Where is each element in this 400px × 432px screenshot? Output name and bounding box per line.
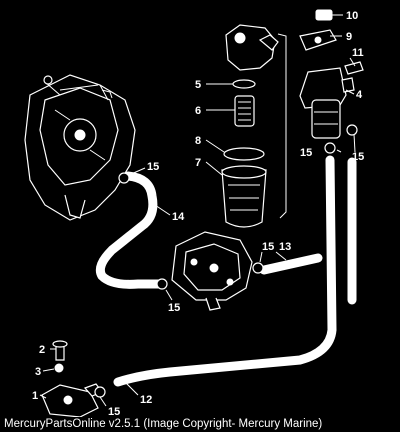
fuel-filter-exploded-stack — [221, 24, 287, 228]
callout-2: 2 — [39, 344, 45, 356]
fuel-filter-assembly — [299, 9, 364, 139]
callout-12: 12 — [140, 394, 152, 406]
callout-4: 4 — [356, 89, 363, 101]
fuel-connector-fitting — [41, 340, 103, 417]
callout-labels: 10 9 11 4 5 6 8 7 15 15 15 14 15 13 15 2… — [32, 10, 364, 417]
callout-15-pump: 15 — [262, 241, 274, 253]
callout-10: 10 — [346, 10, 358, 22]
callout-15-filter-right: 15 — [352, 151, 364, 163]
fuel-pump — [171, 231, 253, 311]
fuel-hoses — [95, 155, 357, 387]
callout-6: 6 — [195, 105, 201, 117]
callout-1: 1 — [32, 390, 38, 402]
callout-15-filter-left: 15 — [300, 147, 312, 159]
image-copyright-caption: MercuryPartsOnline v2.5.1 (Image Copyrig… — [4, 418, 323, 430]
carburetor-assembly — [24, 74, 136, 221]
callout-13: 13 — [279, 241, 291, 253]
fuel-system-parts-diagram: 10 9 11 4 5 6 8 7 15 15 15 14 15 13 15 2… — [24, 9, 364, 417]
callout-3: 3 — [35, 366, 41, 378]
callout-9: 9 — [346, 31, 352, 43]
callout-7: 7 — [195, 157, 201, 169]
leader-lines — [39, 14, 356, 407]
callout-15-fitting: 15 — [108, 406, 120, 417]
callout-8: 8 — [195, 135, 201, 147]
callout-14: 14 — [172, 211, 185, 223]
callout-5: 5 — [195, 79, 201, 91]
callout-11: 11 — [352, 47, 364, 59]
callout-15-pump-lower: 15 — [168, 302, 180, 314]
callout-15-carb: 15 — [147, 161, 159, 173]
